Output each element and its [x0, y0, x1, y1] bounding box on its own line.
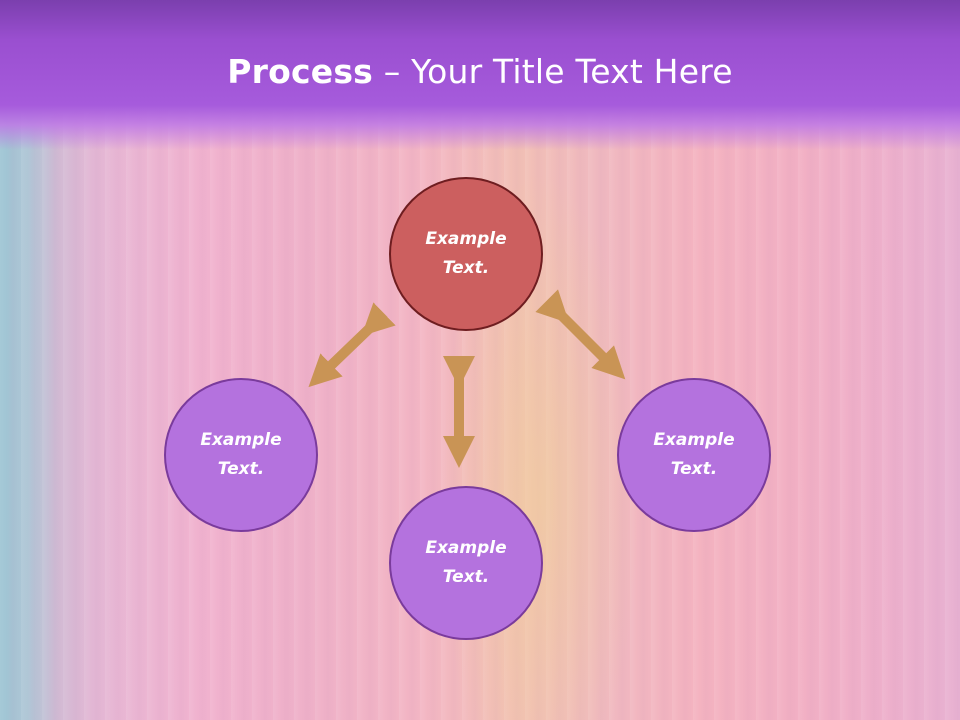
- node-right[interactable]: Example Text.: [617, 378, 771, 532]
- slide-title[interactable]: Process – Your Title Text Here: [0, 52, 960, 91]
- node-left[interactable]: Example Text.: [164, 378, 318, 532]
- node-bottom[interactable]: Example Text.: [389, 486, 543, 640]
- arrow-top-right: [535, 289, 626, 380]
- title-rest: – Your Title Text Here: [373, 52, 733, 91]
- node-top[interactable]: Example Text.: [389, 177, 543, 331]
- title-bold: Process: [227, 52, 374, 91]
- arrow-top-left: [308, 302, 396, 388]
- title-bar: [0, 0, 960, 150]
